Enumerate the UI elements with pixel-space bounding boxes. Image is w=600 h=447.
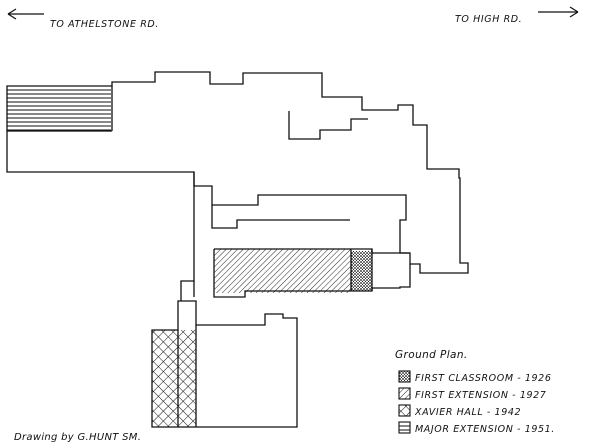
left-direction-arrow [7, 8, 44, 20]
major-extension-1951-area [7, 86, 111, 131]
main-block-outline [6, 71, 469, 274]
legend-swatch-major-extension [398, 421, 411, 434]
right-direction-arrow [538, 6, 579, 18]
legend-label-first-extension: FIRST EXTENSION - 1927 [415, 390, 546, 401]
first-extension-1927-area [214, 249, 351, 293]
xavier-hall-1942-area [152, 330, 196, 427]
left-direction-label: TO ATHELSTONE RD. [50, 19, 159, 30]
legend-title: Ground Plan. [395, 349, 468, 361]
legend-swatch-first-extension [398, 387, 411, 400]
legend: Ground Plan. FIRST CLASSROOM - 1926 FIRS… [395, 349, 555, 435]
drawing-credit: Drawing by G.HUNT SM. [14, 432, 141, 443]
legend-label-major-extension: MAJOR EXTENSION - 1951. [415, 424, 555, 435]
building-outline [6, 71, 469, 428]
right-direction-label: TO HIGH RD. [455, 14, 522, 25]
legend-swatch-first-classroom [398, 370, 411, 383]
first-classroom-1926-area [351, 251, 372, 291]
legend-label-xavier-hall: XAVIER HALL - 1942 [414, 407, 521, 418]
legend-swatch-xavier-hall [398, 404, 411, 417]
legend-label-first-classroom: FIRST CLASSROOM - 1926 [415, 373, 551, 384]
